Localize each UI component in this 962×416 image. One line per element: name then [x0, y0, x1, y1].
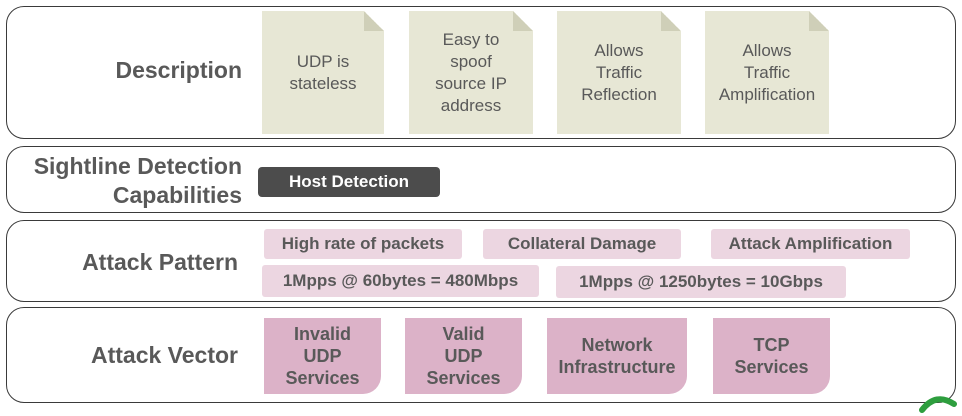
tag-high-rate-packets: High rate of packets — [264, 229, 462, 259]
card-text: Allows Traffic Reflection — [581, 40, 657, 104]
detection-label: Sightline Detection Capabilities — [33, 153, 242, 208]
host-detection-button[interactable]: Host Detection — [258, 167, 440, 197]
detection-band — [6, 146, 956, 213]
vector-text: Invalid UDP Services — [285, 324, 360, 388]
vector-text: TCP Services — [734, 335, 809, 377]
tag-480mbps: 1Mpps @ 60bytes = 480Mbps — [262, 265, 539, 297]
vector-text: Network Infrastructure — [558, 335, 676, 377]
card-spoof-source-ip: Easy to spoof source IP address — [409, 11, 533, 134]
card-text: Easy to spoof source IP address — [435, 29, 507, 115]
tag-attack-amplification: Attack Amplification — [711, 229, 910, 259]
vector-text: Valid UDP Services — [426, 324, 501, 388]
card-udp-stateless: UDP is stateless — [262, 11, 384, 134]
attack-pattern-label: Attack Pattern — [82, 249, 238, 275]
card-text: UDP is stateless — [289, 51, 357, 93]
card-text: Allows Traffic Amplification — [718, 40, 816, 104]
card-traffic-reflection: Allows Traffic Reflection — [557, 11, 681, 134]
description-label: Description — [115, 57, 242, 83]
card-traffic-amplification: Allows Traffic Amplification — [705, 11, 829, 134]
tag-10gbps: 1Mpps @ 1250bytes = 10Gbps — [556, 266, 846, 298]
brand-logo-icon — [919, 396, 957, 413]
vector-network-infrastructure: Network Infrastructure — [547, 318, 687, 394]
vector-tcp-services: TCP Services — [713, 318, 830, 394]
attack-vector-label: Attack Vector — [90, 342, 238, 368]
tag-collateral-damage: Collateral Damage — [483, 229, 681, 259]
vector-invalid-udp-services: Invalid UDP Services — [264, 318, 381, 394]
vector-valid-udp-services: Valid UDP Services — [405, 318, 522, 394]
